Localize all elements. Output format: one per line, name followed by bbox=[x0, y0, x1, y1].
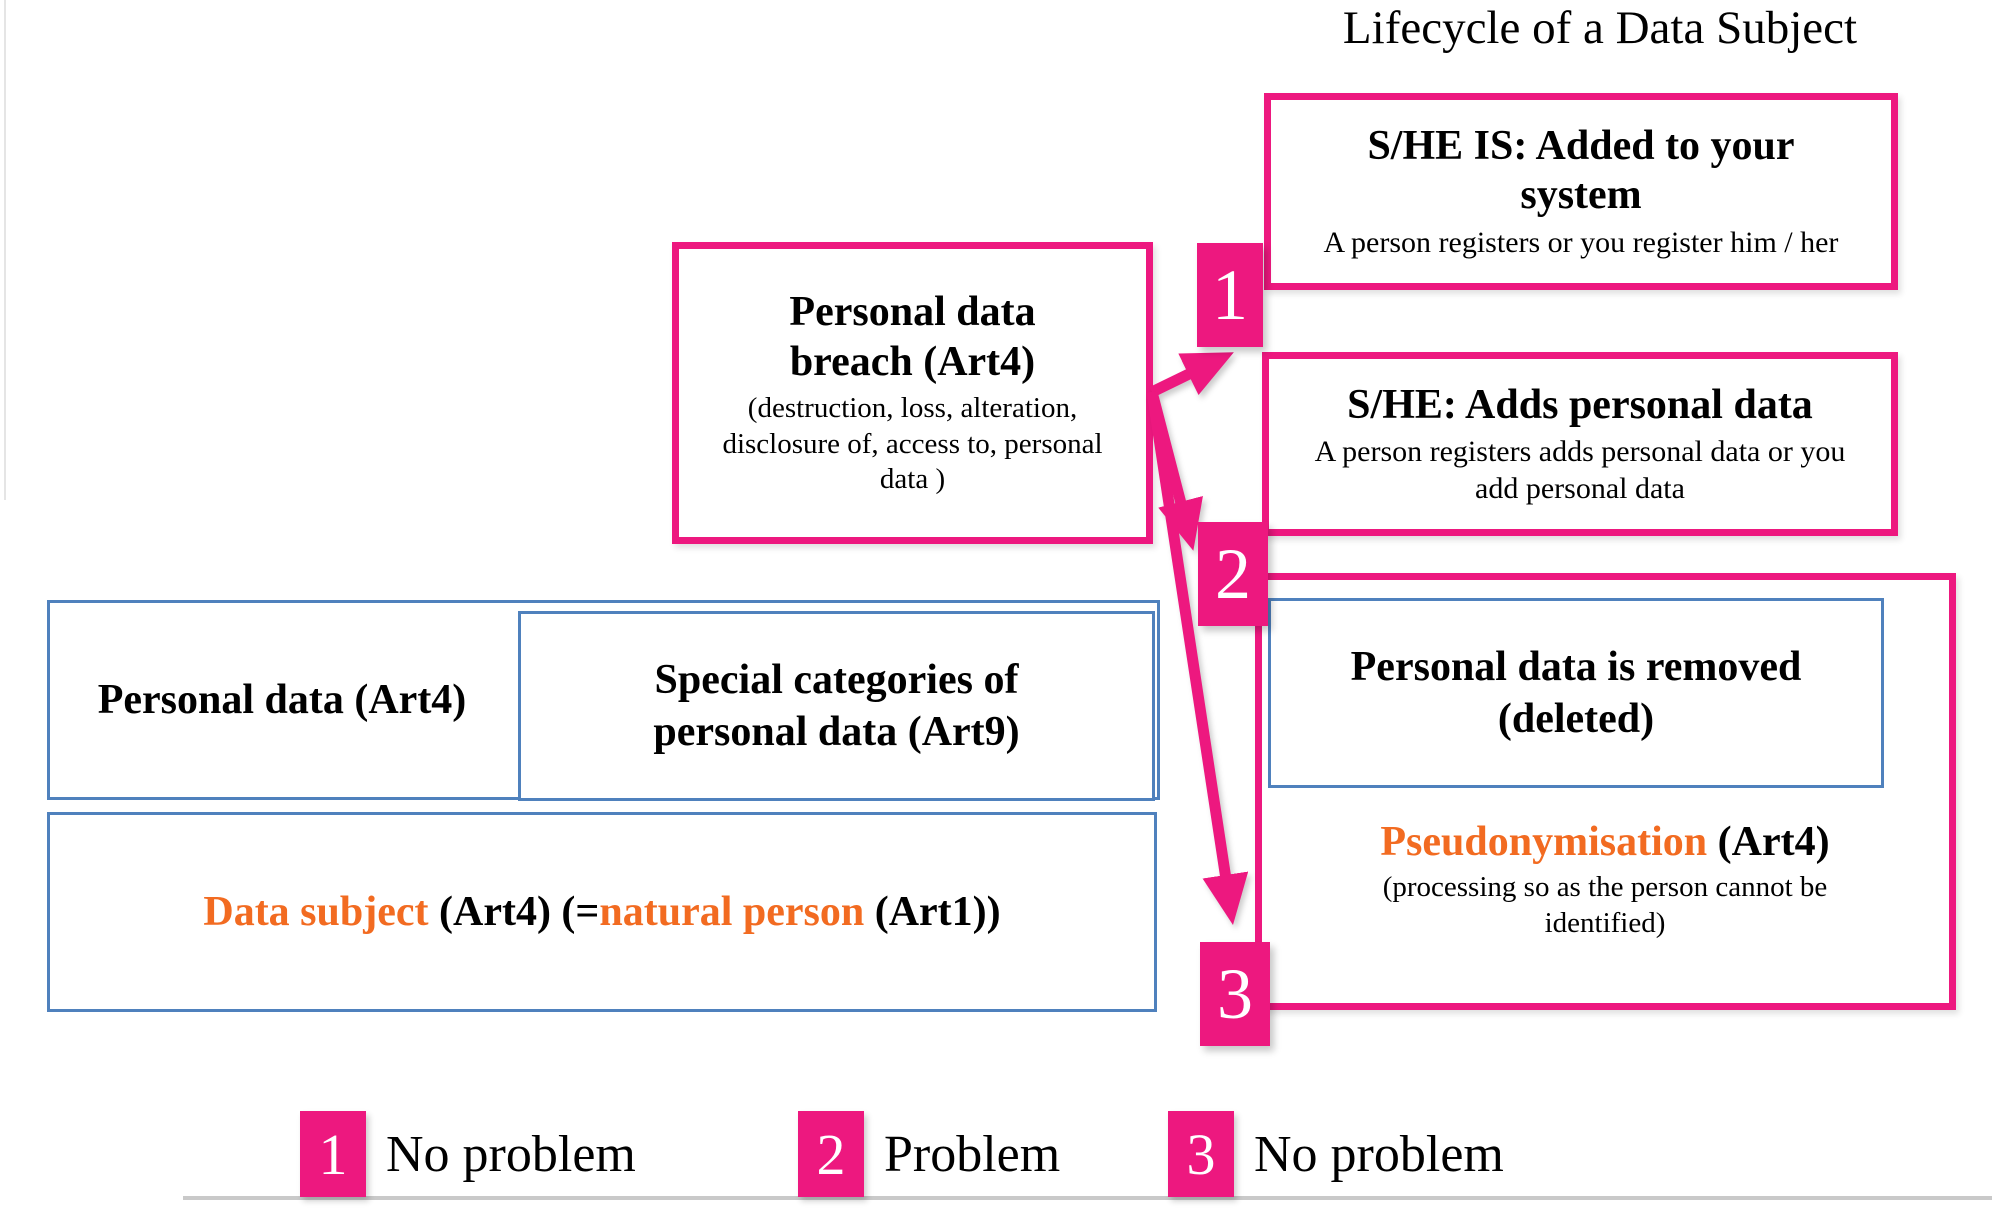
arrow-to-badge-2 bbox=[1146, 390, 1203, 551]
data-subject-term: Data subject bbox=[203, 888, 439, 935]
arrow-to-badge-1 bbox=[1149, 352, 1234, 397]
badge-2: 2 bbox=[1198, 522, 1268, 626]
added-to-system-box: S/HE IS: Added to your system A person r… bbox=[1264, 93, 1898, 290]
data-removed-label: Personal data is removed (deleted) bbox=[1350, 643, 1802, 743]
personal-data-label: Personal data (Art4) bbox=[97, 677, 467, 723]
arrow-to-badge-3 bbox=[1146, 391, 1249, 926]
slide-left-edge-line bbox=[4, 0, 6, 500]
data-subject-label: Data subject (Art4) (=natural person (Ar… bbox=[203, 886, 1000, 939]
data-subject-box: Data subject (Art4) (=natural person (Ar… bbox=[47, 812, 1157, 1012]
legend-badge-2: 2 bbox=[798, 1111, 864, 1197]
data-removed-box: Personal data is removed (deleted) bbox=[1268, 598, 1884, 788]
legend-item-3: 3 No problem bbox=[1168, 1111, 1504, 1197]
legend-badge-1: 1 bbox=[300, 1111, 366, 1197]
pseudonymisation-heading: Pseudonymisation (Art4) bbox=[1283, 818, 1927, 866]
slide-title: Lifecycle of a Data Subject bbox=[1342, 2, 1858, 54]
legend-item-1: 1 No problem bbox=[300, 1111, 636, 1197]
pseudonymisation-term: Pseudonymisation bbox=[1380, 819, 1708, 865]
legend-badge-3: 3 bbox=[1168, 1111, 1234, 1197]
added-heading: S/HE IS: Added to your system bbox=[1367, 122, 1795, 219]
special-categories-label: Special categories of personal data (Art… bbox=[653, 656, 1020, 756]
breach-subtitle: (destruction, loss, alteration, disclosu… bbox=[722, 392, 1103, 496]
natural-person-article: (Art1)) bbox=[874, 888, 1001, 935]
pseudonymisation-subtitle: (processing so as the person cannot be i… bbox=[1382, 871, 1828, 939]
pseudonymisation-article: (Art4) bbox=[1707, 819, 1830, 865]
legend-label-1: No problem bbox=[386, 1125, 636, 1183]
data-subject-article: (Art4) (= bbox=[439, 888, 600, 935]
legend-label-2: Problem bbox=[884, 1125, 1061, 1183]
breach-box: Personal data breach (Art4) (destruction… bbox=[672, 242, 1153, 544]
breach-heading: Personal data breach (Art4) bbox=[789, 289, 1036, 385]
badge-1: 1 bbox=[1197, 243, 1263, 347]
badge-3: 3 bbox=[1200, 942, 1270, 1046]
added-subtitle: A person registers or you register him /… bbox=[1323, 225, 1839, 259]
legend-item-2: 2 Problem bbox=[798, 1111, 1060, 1197]
adds-heading: S/HE: Adds personal data bbox=[1347, 381, 1813, 428]
adds-subtitle: A person registers adds personal data or… bbox=[1314, 435, 1846, 505]
adds-personal-data-box: S/HE: Adds personal data A person regist… bbox=[1262, 352, 1898, 536]
legend-label-3: No problem bbox=[1254, 1125, 1504, 1183]
special-categories-box: Special categories of personal data (Art… bbox=[518, 611, 1155, 801]
bottom-divider-line bbox=[183, 1196, 1992, 1200]
natural-person-term: natural person bbox=[599, 888, 875, 935]
pseudonymisation-block: Pseudonymisation (Art4) (processing so a… bbox=[1283, 818, 1927, 941]
